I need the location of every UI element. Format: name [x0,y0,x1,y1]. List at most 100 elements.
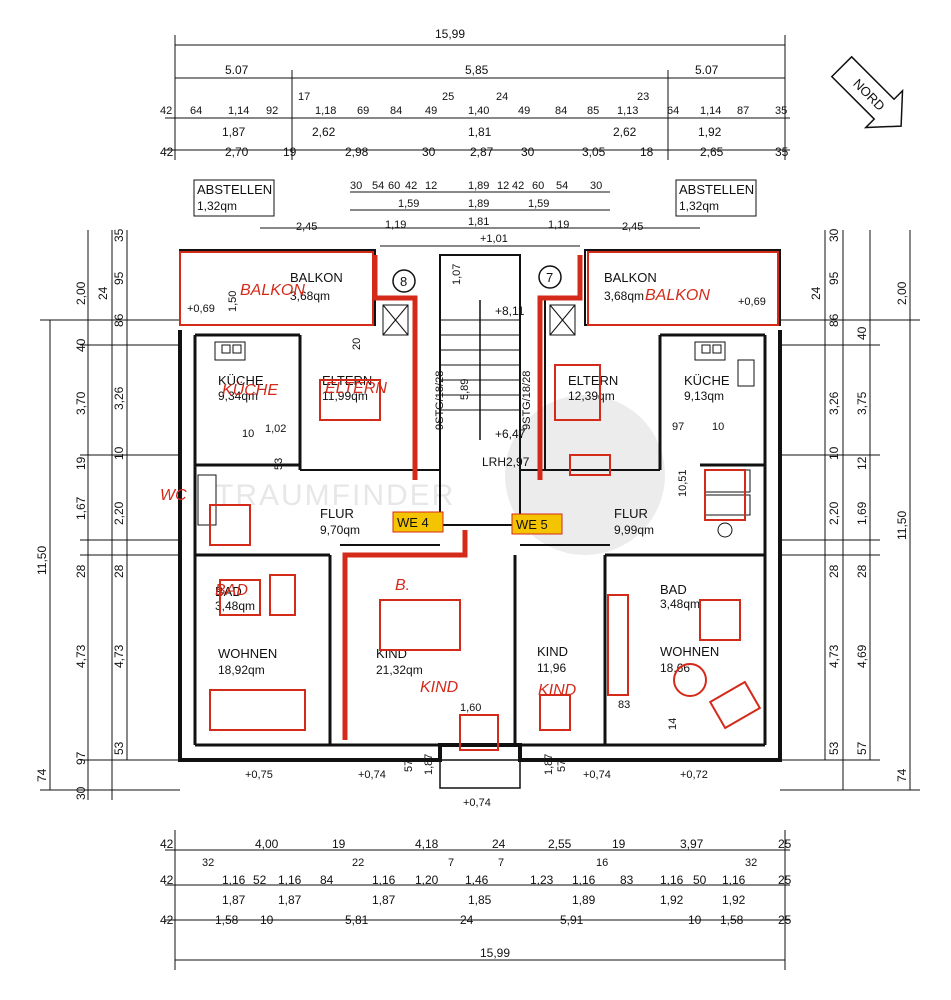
svg-text:49: 49 [425,105,437,117]
svg-text:30: 30 [521,145,535,159]
svg-text:87: 87 [737,105,749,117]
svg-text:69: 69 [357,105,369,117]
svg-text:1,19: 1,19 [548,219,569,231]
svg-text:1,16: 1,16 [278,873,302,887]
svg-text:3,05: 3,05 [582,145,606,159]
svg-text:2,70: 2,70 [225,145,249,159]
svg-text:BALKON: BALKON [240,282,305,299]
svg-text:60: 60 [532,180,544,192]
svg-text:19: 19 [332,837,346,851]
svg-text:1,89: 1,89 [468,198,489,210]
room-balkon-right-name: BALKON [604,270,657,285]
room-wohnen-right-area: 18,66 [660,661,690,675]
svg-text:3,26: 3,26 [112,386,126,410]
svg-text:2,00: 2,00 [74,281,88,305]
room-wohnen-right-name: WOHNEN [660,644,719,659]
svg-text:1,18: 1,18 [315,105,336,117]
svg-text:KIND: KIND [538,682,577,699]
svg-text:16: 16 [596,857,608,869]
red-markup [179,251,779,751]
svg-text:1,92: 1,92 [660,893,684,907]
stair-dims: 30 54 60 42 12 1,89 12 42 60 54 30 1,59 … [296,180,643,245]
stair-flight-right: 9STG/18/28 [521,371,533,430]
top-dim-row2: 42 64 1,14 92 17 1,18 69 84 49 25 1,40 2… [160,91,787,117]
svg-text:2,45: 2,45 [296,221,317,233]
svg-text:1,87: 1,87 [222,125,246,139]
svg-text:32: 32 [745,857,757,869]
svg-text:4,00: 4,00 [255,837,279,851]
svg-text:ELTERN: ELTERN [325,380,387,397]
bottom-dims-row3: 42 1,16 52 1,16 84 1,16 1,20 1,46 1,23 1… [160,873,792,887]
svg-text:25: 25 [778,913,792,927]
svg-text:35: 35 [112,228,126,242]
svg-text:23: 23 [637,91,649,103]
svg-text:+0,75: +0,75 [245,769,273,781]
svg-text:1,85: 1,85 [468,893,492,907]
svg-text:42: 42 [160,913,174,927]
svg-text:4,69: 4,69 [855,644,869,668]
svg-text:83: 83 [620,873,634,887]
svg-text:1,58: 1,58 [215,913,239,927]
svg-text:54: 54 [556,180,568,192]
stair-number-right: 7 [546,270,553,285]
svg-text:3,75: 3,75 [855,391,869,415]
svg-text:42: 42 [405,180,417,192]
svg-text:32: 32 [202,857,214,869]
svg-text:1,87: 1,87 [222,893,246,907]
svg-text:10: 10 [827,446,841,460]
room-kind-left-area: 21,32qm [376,663,423,677]
svg-text:30: 30 [350,180,362,192]
svg-text:1,69: 1,69 [855,501,869,525]
svg-text:WE 5: WE 5 [516,517,548,532]
svg-text:1,58: 1,58 [720,913,744,927]
svg-text:1,20: 1,20 [415,873,439,887]
room-flur-left-name: FLUR [320,506,354,521]
svg-text:1,87: 1,87 [278,893,302,907]
bottom-dimension-lines [165,830,790,970]
svg-text:10: 10 [688,913,702,927]
svg-text:35: 35 [775,145,789,159]
svg-text:1,89: 1,89 [572,893,596,907]
svg-text:11,50: 11,50 [35,546,49,575]
svg-text:28: 28 [112,564,126,578]
svg-text:1,07: 1,07 [451,264,463,285]
stair-steps [440,319,520,411]
svg-text:11,50: 11,50 [895,511,909,540]
svg-text:64: 64 [667,105,679,117]
svg-text:1,89: 1,89 [468,180,489,192]
watermark-text: TRAUMFINDER [215,479,455,512]
room-wohnen-left-name: WOHNEN [218,646,277,661]
svg-text:3,70: 3,70 [74,391,88,415]
left-dims-text: 35 2,00 24 95 86 40 3,70 3,26 19 10 1,67… [35,228,126,800]
svg-text:50: 50 [693,873,707,887]
handwritten-labels: BALKON BALKON KÜCHE ELTERN WC BAD B. KIN… [160,282,710,699]
svg-text:83: 83 [618,699,630,711]
svg-text:1,40: 1,40 [468,105,489,117]
svg-text:30: 30 [422,145,436,159]
room-flur-right-name: FLUR [614,506,648,521]
room-balkon-left-area: 3,68qm [290,289,330,303]
svg-text:4,73: 4,73 [74,644,88,668]
svg-text:30: 30 [827,228,841,242]
left-dimension-lines [40,230,180,800]
svg-text:1,19: 1,19 [385,219,406,231]
svg-text:57: 57 [403,760,415,772]
bottom-dims-row5: 42 1,58 10 5,81 24 5,91 10 1,58 25 [160,913,792,927]
svg-text:30: 30 [74,786,88,800]
svg-text:42: 42 [160,105,172,117]
svg-text:25: 25 [442,91,454,103]
svg-text:74: 74 [895,768,909,782]
svg-text:1,16: 1,16 [660,873,684,887]
svg-text:+0,74: +0,74 [463,797,491,809]
svg-text:1,60: 1,60 [460,702,481,714]
stair-width: 5,89 [459,379,471,400]
top-dimension-lines [165,35,790,247]
svg-text:53: 53 [112,741,126,755]
room-kind-right-name: KIND [537,644,568,659]
svg-text:20: 20 [351,338,363,350]
svg-text:+0,72: +0,72 [680,769,708,781]
top-dim-left: 5.07 [225,63,249,77]
svg-text:B.: B. [395,577,410,594]
svg-text:24: 24 [460,913,474,927]
